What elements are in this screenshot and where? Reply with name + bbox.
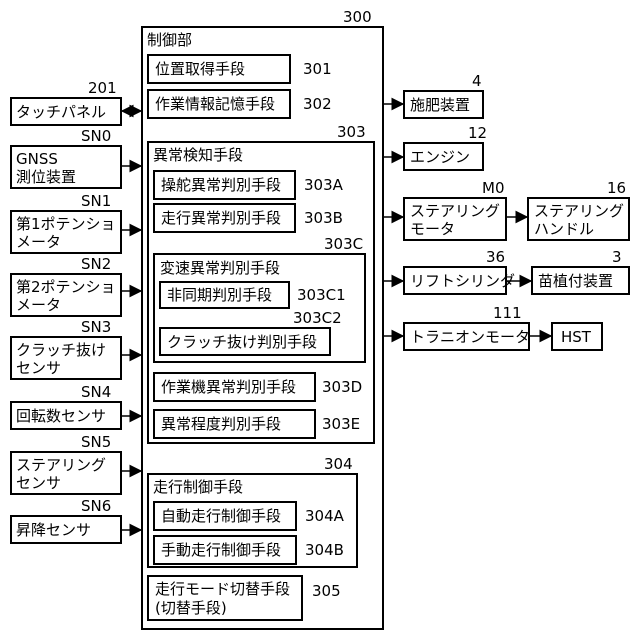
travel-anomaly-box: 走行異常判別手段 bbox=[153, 203, 296, 233]
touch-panel-label: タッチパネル bbox=[16, 103, 106, 121]
pot1-line2: メータ bbox=[16, 233, 61, 251]
mode-switch-line1: 走行モード切替手段 bbox=[155, 580, 290, 598]
work-info-storage-box: 作業情報記憶手段 bbox=[147, 89, 291, 119]
shift-anomaly-title: 変速異常判別手段 bbox=[160, 259, 280, 277]
ref-303c1: 303C1 bbox=[297, 286, 346, 304]
pot1-line1: 第1ポテンショ bbox=[16, 215, 116, 233]
lift-cylinder-box: リフトシリンダ bbox=[403, 266, 507, 295]
position-acquisition-box: 位置取得手段 bbox=[147, 54, 291, 84]
steering-handle-line1: ステアリング bbox=[534, 202, 624, 220]
ref-m0: M0 bbox=[482, 179, 505, 197]
ref-304b: 304B bbox=[305, 541, 344, 559]
ref-4: 4 bbox=[472, 72, 482, 90]
ref-sn5: SN5 bbox=[81, 433, 111, 451]
steering-motor-box: ステアリング モータ bbox=[403, 197, 507, 241]
ref-304a: 304A bbox=[305, 507, 344, 525]
clutch-sensor-line2: センサ bbox=[16, 359, 61, 377]
planting-device-label: 苗植付装置 bbox=[538, 272, 613, 290]
gnss-box: GNSS 測位装置 bbox=[10, 145, 122, 189]
fertilizer-box: 施肥装置 bbox=[403, 90, 484, 119]
pot2-line1: 第2ポテンショ bbox=[16, 278, 116, 296]
mode-switch-box: 走行モード切替手段 (切替手段) bbox=[147, 575, 303, 621]
hst-box: HST bbox=[551, 322, 603, 351]
ref-111: 111 bbox=[493, 304, 522, 322]
ref-303b: 303B bbox=[304, 209, 343, 227]
steering-sensor-line1: ステアリング bbox=[16, 456, 106, 474]
ref-304: 304 bbox=[324, 455, 353, 473]
rotation-sensor-box: 回転数センサ bbox=[10, 401, 122, 430]
clutch-judgment-box: クラッチ抜け判別手段 bbox=[159, 327, 331, 356]
pot2-line2: メータ bbox=[16, 296, 61, 314]
anomaly-degree-box: 異常程度判別手段 bbox=[153, 409, 316, 439]
ref-sn6: SN6 bbox=[81, 497, 111, 515]
ref-sn3: SN3 bbox=[81, 318, 111, 336]
auto-travel-box: 自動走行制御手段 bbox=[153, 501, 297, 531]
ref-sn0: SN0 bbox=[81, 127, 111, 145]
auto-travel-label: 自動走行制御手段 bbox=[161, 507, 281, 525]
trunnion-motor-label: トラニオンモータ bbox=[410, 328, 530, 346]
async-judgment-label: 非同期判別手段 bbox=[167, 286, 272, 304]
travel-control-title: 走行制御手段 bbox=[153, 478, 243, 496]
steering-handle-line2: ハンドル bbox=[534, 220, 594, 238]
steering-sensor-line2: センサ bbox=[16, 474, 61, 492]
steering-sensor-box: ステアリング センサ bbox=[10, 451, 122, 495]
ref-303a: 303A bbox=[304, 176, 343, 194]
ref-sn4: SN4 bbox=[81, 383, 111, 401]
ref-303: 303 bbox=[337, 123, 366, 141]
anomaly-detection-title: 異常検知手段 bbox=[153, 146, 243, 164]
steering-motor-line2: モータ bbox=[410, 220, 455, 238]
lift-cylinder-label: リフトシリンダ bbox=[410, 272, 515, 290]
ref-sn1: SN1 bbox=[81, 192, 111, 210]
ref-300: 300 bbox=[343, 8, 372, 26]
lift-sensor-label: 昇降センサ bbox=[16, 521, 91, 539]
ref-303e: 303E bbox=[322, 415, 360, 433]
travel-anomaly-label: 走行異常判別手段 bbox=[161, 209, 281, 227]
rotation-sensor-label: 回転数センサ bbox=[16, 407, 106, 425]
anomaly-degree-label: 異常程度判別手段 bbox=[161, 415, 281, 433]
manual-travel-label: 手動走行制御手段 bbox=[161, 541, 281, 559]
ref-302: 302 bbox=[303, 95, 332, 113]
ref-303c: 303C bbox=[324, 235, 363, 253]
steering-handle-box: ステアリング ハンドル bbox=[527, 197, 630, 241]
implement-anomaly-box: 作業機異常判別手段 bbox=[153, 372, 316, 402]
ref-305: 305 bbox=[312, 582, 341, 600]
manual-travel-box: 手動走行制御手段 bbox=[153, 535, 297, 565]
controller-title: 制御部 bbox=[147, 31, 192, 49]
clutch-judgment-label: クラッチ抜け判別手段 bbox=[167, 333, 317, 351]
ref-12: 12 bbox=[468, 124, 487, 142]
fertilizer-label: 施肥装置 bbox=[410, 96, 470, 114]
gnss-line1: GNSS bbox=[16, 150, 58, 168]
steering-anomaly-label: 操舵異常判別手段 bbox=[161, 176, 281, 194]
mode-switch-line2: (切替手段) bbox=[155, 599, 227, 617]
clutch-sensor-line1: クラッチ抜け bbox=[16, 341, 106, 359]
work-info-storage-label: 作業情報記憶手段 bbox=[155, 95, 275, 113]
ref-3: 3 bbox=[612, 248, 622, 266]
lift-sensor-box: 昇降センサ bbox=[10, 515, 122, 544]
ref-sn2: SN2 bbox=[81, 255, 111, 273]
pot2-box: 第2ポテンショ メータ bbox=[10, 273, 122, 317]
ref-303d: 303D bbox=[322, 378, 362, 396]
ref-16: 16 bbox=[607, 179, 626, 197]
ref-201: 201 bbox=[88, 79, 117, 97]
position-acquisition-label: 位置取得手段 bbox=[155, 60, 245, 78]
gnss-line2: 測位装置 bbox=[16, 168, 76, 186]
engine-box: エンジン bbox=[403, 142, 484, 171]
pot1-box: 第1ポテンショ メータ bbox=[10, 210, 122, 254]
touch-panel-box: タッチパネル bbox=[10, 97, 122, 126]
async-judgment-box: 非同期判別手段 bbox=[159, 281, 290, 309]
ref-36: 36 bbox=[486, 248, 505, 266]
planting-device-box: 苗植付装置 bbox=[531, 266, 630, 295]
ref-301: 301 bbox=[303, 60, 332, 78]
steering-motor-line1: ステアリング bbox=[410, 202, 500, 220]
implement-anomaly-label: 作業機異常判別手段 bbox=[161, 378, 296, 396]
hst-label: HST bbox=[561, 328, 591, 346]
trunnion-motor-box: トラニオンモータ bbox=[403, 322, 530, 351]
clutch-sensor-box: クラッチ抜け センサ bbox=[10, 336, 122, 380]
ref-303c2: 303C2 bbox=[293, 309, 342, 327]
engine-label: エンジン bbox=[410, 148, 470, 166]
steering-anomaly-box: 操舵異常判別手段 bbox=[153, 170, 296, 200]
